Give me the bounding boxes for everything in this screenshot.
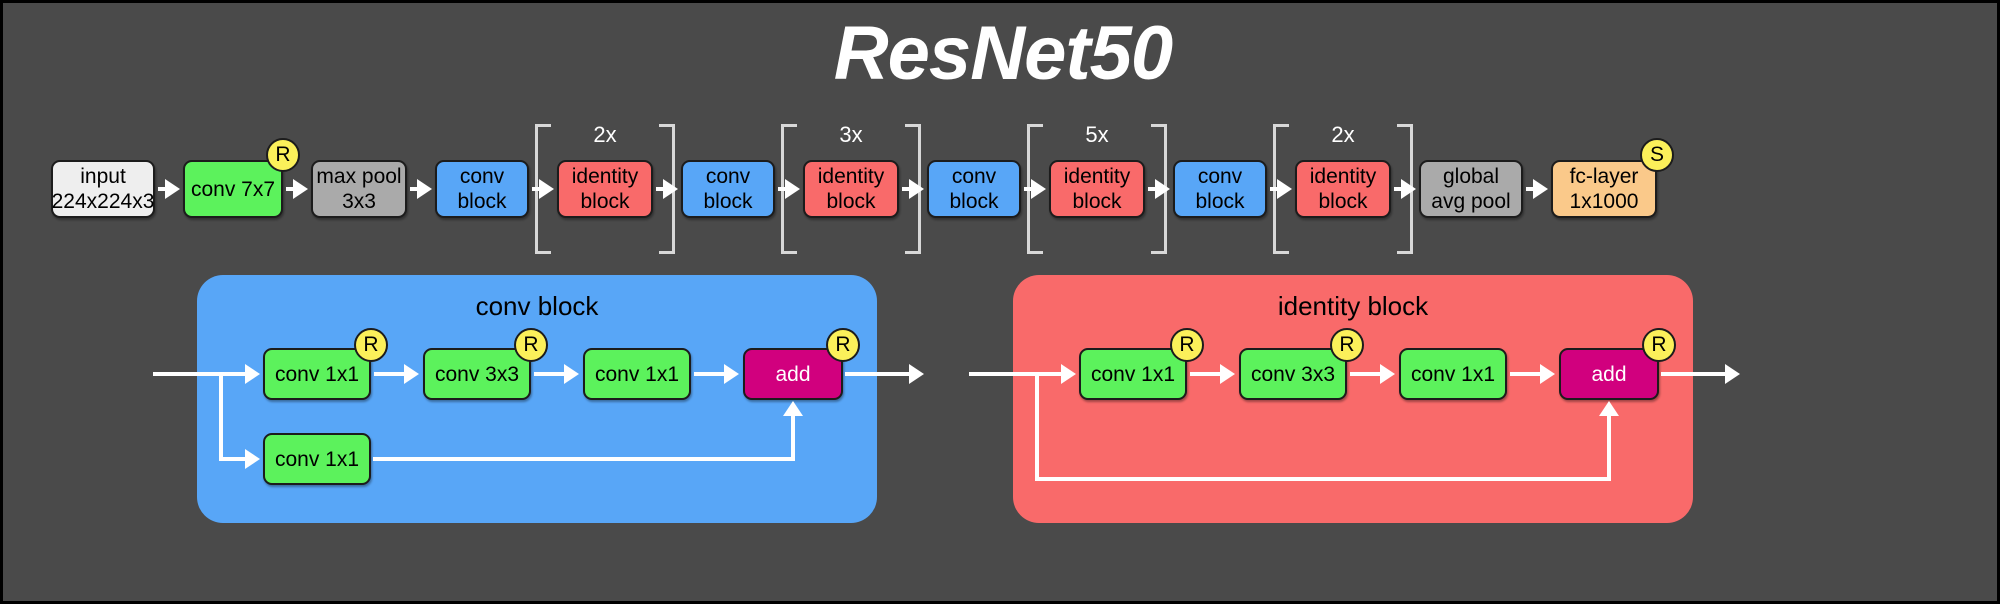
conv-block-link-arrowhead-1 — [564, 364, 579, 384]
pipeline-arrowhead-1 — [293, 179, 308, 199]
pipeline-node-identity2[interactable]: identity block — [803, 160, 899, 218]
conv-block-add-node[interactable]: add — [743, 348, 843, 400]
repeat-multiplier-identity3: 5x — [1085, 122, 1109, 147]
identity-block-skip-up-arrowhead — [1599, 401, 1619, 416]
pipeline-arrowhead-10 — [1401, 179, 1416, 199]
identity-block-link-2 — [1510, 372, 1542, 376]
page-title: ResNet50 — [833, 11, 1173, 96]
conv-block-link-2 — [694, 372, 726, 376]
identity-block-output-wire — [1661, 372, 1727, 376]
conv-block-shortcut-arrowhead — [245, 449, 260, 469]
conv-block-input-arrowhead — [245, 364, 260, 384]
conv-block-link-arrowhead-0 — [404, 364, 419, 384]
conv-block-shortcut-across — [373, 457, 795, 461]
pipeline-connector-1 — [286, 187, 295, 191]
repeat-multiplier-identity4: 2x — [1331, 122, 1355, 147]
pipeline-node-conv7x7[interactable]: conv 7x7 — [183, 160, 283, 218]
identity-block-activation-badge-1: R — [1330, 328, 1364, 362]
identity-block-title: identity block — [1277, 291, 1429, 321]
pipeline-arrowhead-7 — [1031, 179, 1046, 199]
identity-block-conv-node-1[interactable]: conv 3x3 — [1239, 348, 1347, 400]
conv-block-link-arrowhead-2 — [724, 364, 739, 384]
conv-block-link-0 — [374, 372, 406, 376]
identity-block-link-arrowhead-1 — [1380, 364, 1395, 384]
identity-block-link-1 — [1350, 372, 1382, 376]
pipeline-connector-6 — [902, 187, 911, 191]
identity-block-link-arrowhead-2 — [1540, 364, 1555, 384]
pipeline-connector-7 — [1024, 187, 1033, 191]
conv-block-output-wire — [845, 372, 911, 376]
identity-block-conv-node-0[interactable]: conv 1x1 — [1079, 348, 1187, 400]
pipeline-connector-8 — [1148, 187, 1157, 191]
conv-block-shortcut-up-arrowhead — [783, 401, 803, 416]
identity-block-input-arrowhead — [1061, 364, 1076, 384]
pipeline-connector-0 — [158, 187, 167, 191]
pipeline-connector-9 — [1270, 187, 1279, 191]
pipeline-node-maxpool[interactable]: max pool 3x3 — [311, 160, 407, 218]
conv-block-conv-node-0[interactable]: conv 1x1 — [263, 348, 371, 400]
pipeline-connector-11 — [1526, 187, 1535, 191]
activation-badge-fc: S — [1640, 138, 1674, 172]
conv-block-shortcut-down — [219, 372, 223, 459]
pipeline-arrowhead-3 — [539, 179, 554, 199]
conv-block-shortcut-up — [791, 412, 795, 461]
pipeline-node-convblock4[interactable]: conv block — [1173, 160, 1267, 218]
identity-block-output-arrowhead — [1725, 364, 1740, 384]
pipeline-arrowhead-5 — [785, 179, 800, 199]
conv-block-conv-node-1[interactable]: conv 3x3 — [423, 348, 531, 400]
identity-block-conv-node-2[interactable]: conv 1x1 — [1399, 348, 1507, 400]
identity-block-activation-badge-0: R — [1170, 328, 1204, 362]
identity-block-link-arrowhead-0 — [1220, 364, 1235, 384]
conv-block-activation-badge-1: R — [514, 328, 548, 362]
identity-block-add-node[interactable]: add — [1559, 348, 1659, 400]
conv-block-activation-badge-0: R — [354, 328, 388, 362]
pipeline-arrowhead-2 — [417, 179, 432, 199]
conv-block-shortcut-conv-node[interactable]: conv 1x1 — [263, 433, 371, 485]
activation-badge-conv7x7: R — [266, 138, 300, 172]
pipeline-node-input[interactable]: input 224x224x3 — [51, 160, 155, 218]
pipeline-arrowhead-11 — [1533, 179, 1548, 199]
pipeline-node-convblock1[interactable]: conv block — [435, 160, 529, 218]
repeat-multiplier-identity2: 3x — [839, 122, 863, 147]
pipeline-node-convblock3[interactable]: conv block — [927, 160, 1021, 218]
conv-block-activation-badge-3: R — [826, 328, 860, 362]
identity-block-skip-up — [1607, 412, 1611, 481]
pipeline-arrowhead-6 — [909, 179, 924, 199]
pipeline-connector-2 — [410, 187, 419, 191]
pipeline-node-fc[interactable]: fc-layer 1x1000 — [1551, 160, 1657, 218]
pipeline-node-identity4[interactable]: identity block — [1295, 160, 1391, 218]
pipeline-arrowhead-4 — [663, 179, 678, 199]
identity-block-link-0 — [1190, 372, 1222, 376]
pipeline-arrowhead-0 — [165, 179, 180, 199]
pipeline-connector-3 — [532, 187, 541, 191]
pipeline-arrowhead-9 — [1277, 179, 1292, 199]
identity-block-skip-down — [1035, 372, 1039, 479]
pipeline-connector-5 — [778, 187, 787, 191]
conv-block-conv-node-2[interactable]: conv 1x1 — [583, 348, 691, 400]
identity-block-input-wire — [969, 372, 1064, 376]
pipeline-node-gap[interactable]: global avg pool — [1419, 160, 1523, 218]
pipeline-node-identity3[interactable]: identity block — [1049, 160, 1145, 218]
conv-block-input-wire — [153, 372, 248, 376]
conv-block-shortcut-to-conv — [219, 457, 248, 461]
repeat-multiplier-identity1: 2x — [593, 122, 617, 147]
pipeline-node-convblock2[interactable]: conv block — [681, 160, 775, 218]
pipeline-arrowhead-8 — [1155, 179, 1170, 199]
identity-block-skip-across — [1035, 477, 1609, 481]
identity-block-activation-badge-3: R — [1642, 328, 1676, 362]
pipeline-node-identity1[interactable]: identity block — [557, 160, 653, 218]
conv-block-link-1 — [534, 372, 566, 376]
pipeline-connector-10 — [1394, 187, 1403, 191]
conv-block-title: conv block — [475, 291, 599, 321]
conv-block-output-arrowhead — [909, 364, 924, 384]
pipeline-connector-4 — [656, 187, 665, 191]
